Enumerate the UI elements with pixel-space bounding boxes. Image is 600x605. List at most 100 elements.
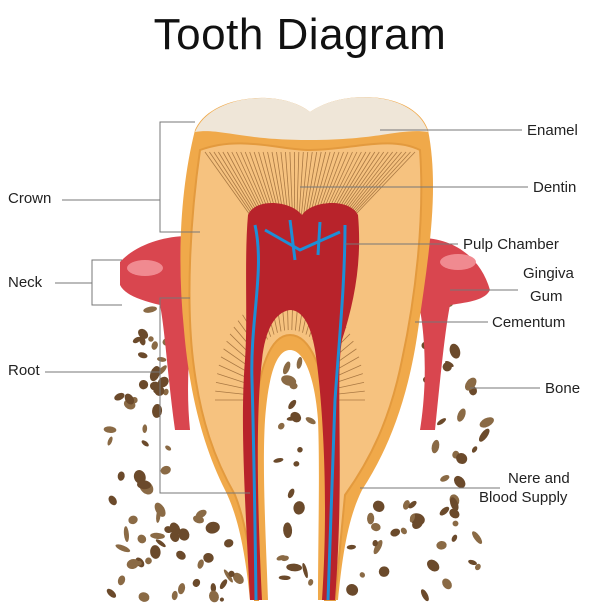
bone-particle [479,417,494,428]
label-gingiva: Gingiva [523,265,574,282]
bone-particle [224,539,234,548]
bone-particle [169,522,181,535]
bone-particle [103,426,117,433]
dentin-tubule [218,364,248,379]
bone-particle [137,352,148,359]
bone-particle [427,559,440,572]
dentin-tubule [213,151,255,216]
bone-particle [305,417,316,425]
dentin-tubule [215,381,246,390]
bone-particle [165,445,172,451]
bone-particle [449,343,461,359]
bone-particle [409,513,416,523]
bone-particle [138,592,150,602]
dentin-tubule [289,151,293,216]
bone-particle [114,392,125,401]
bone-particle [195,509,207,519]
label-pulp-chamber: Pulp Chamber [463,236,559,253]
dentin-tubule [312,151,331,216]
blood-vessel [250,219,347,601]
bone-particle [176,550,186,560]
bone-particle [283,522,293,539]
bone-particle [145,557,152,565]
bone-particle [287,488,295,499]
bone-particle [138,328,149,339]
bone-particle [155,539,166,548]
bone-particle [471,446,478,453]
bone-particle [154,502,166,517]
dentin-tubule [354,151,416,216]
bone-particle [143,306,157,313]
dentin-tubule [350,151,407,216]
bone-particle [124,393,135,405]
dentin-tubule [276,151,287,216]
bone-particle [457,408,466,422]
bone-particle [293,501,305,515]
bone-particle [468,559,477,566]
bone-particle [464,377,477,391]
dentin-tubule [352,151,411,216]
bone-particle [160,465,171,475]
bone-particle [296,356,303,369]
bone-particle [106,588,117,598]
bone-particle [282,361,291,375]
label-gum: Gum [530,288,563,305]
bone-particle [115,544,131,553]
dentin-tubule [303,151,313,216]
bone-particle [141,440,149,447]
bone-particle [138,379,149,390]
bone-particle [137,534,147,544]
bone-particle [278,422,285,430]
dentin-tubule [336,151,380,216]
dentin-tubule [215,390,246,395]
bone-particle [197,559,204,569]
bone-particle [346,584,359,596]
dentin-tubule [341,151,389,216]
bone-particle [163,388,169,396]
dentin-tubule [347,151,402,216]
label-cementum: Cementum [492,314,566,331]
dentin-tubule [226,151,262,216]
bone-particle [408,500,417,509]
bone-particle [152,404,163,418]
bone-particle [219,579,228,590]
bone-particle [178,583,186,595]
bone-particle [128,515,138,525]
bone-particle [472,531,483,544]
dentin-tubule [231,151,264,216]
bone-particle [178,528,190,541]
bone-particle [192,578,201,587]
bone-particle [132,336,141,344]
bone-particle [390,528,401,537]
bone-particle [449,508,460,519]
gum-right [415,237,490,430]
bone-particle [403,500,410,510]
dentin-tubule [222,151,260,216]
bone-particle [474,563,481,571]
dentin-tubule [285,151,291,216]
bone-particle [359,572,365,578]
label-nerve-line1: Nere and [508,470,570,487]
bone-particle [203,552,214,563]
dentin-tubule [309,151,327,216]
bone-particle [117,471,125,481]
bone-particle [372,539,378,547]
gum-highlight [127,260,163,276]
label-neck: Neck [8,274,43,291]
bone-particle [449,497,459,512]
bone-particle [293,461,300,467]
bone-particle [171,590,178,601]
bone-particle [442,362,452,372]
dentin-tubule [218,151,258,216]
bone-particle [228,570,235,578]
bone-particle [126,559,139,569]
dentin-tubule [334,390,365,395]
label-root: Root [8,362,40,379]
bone-particle [431,439,440,454]
bone-particle [273,457,284,463]
bone-particle [378,566,390,577]
bone-particle [123,526,129,543]
dentin-tubule [220,356,249,373]
bone-particle [150,532,165,539]
bone-particle [223,569,233,583]
